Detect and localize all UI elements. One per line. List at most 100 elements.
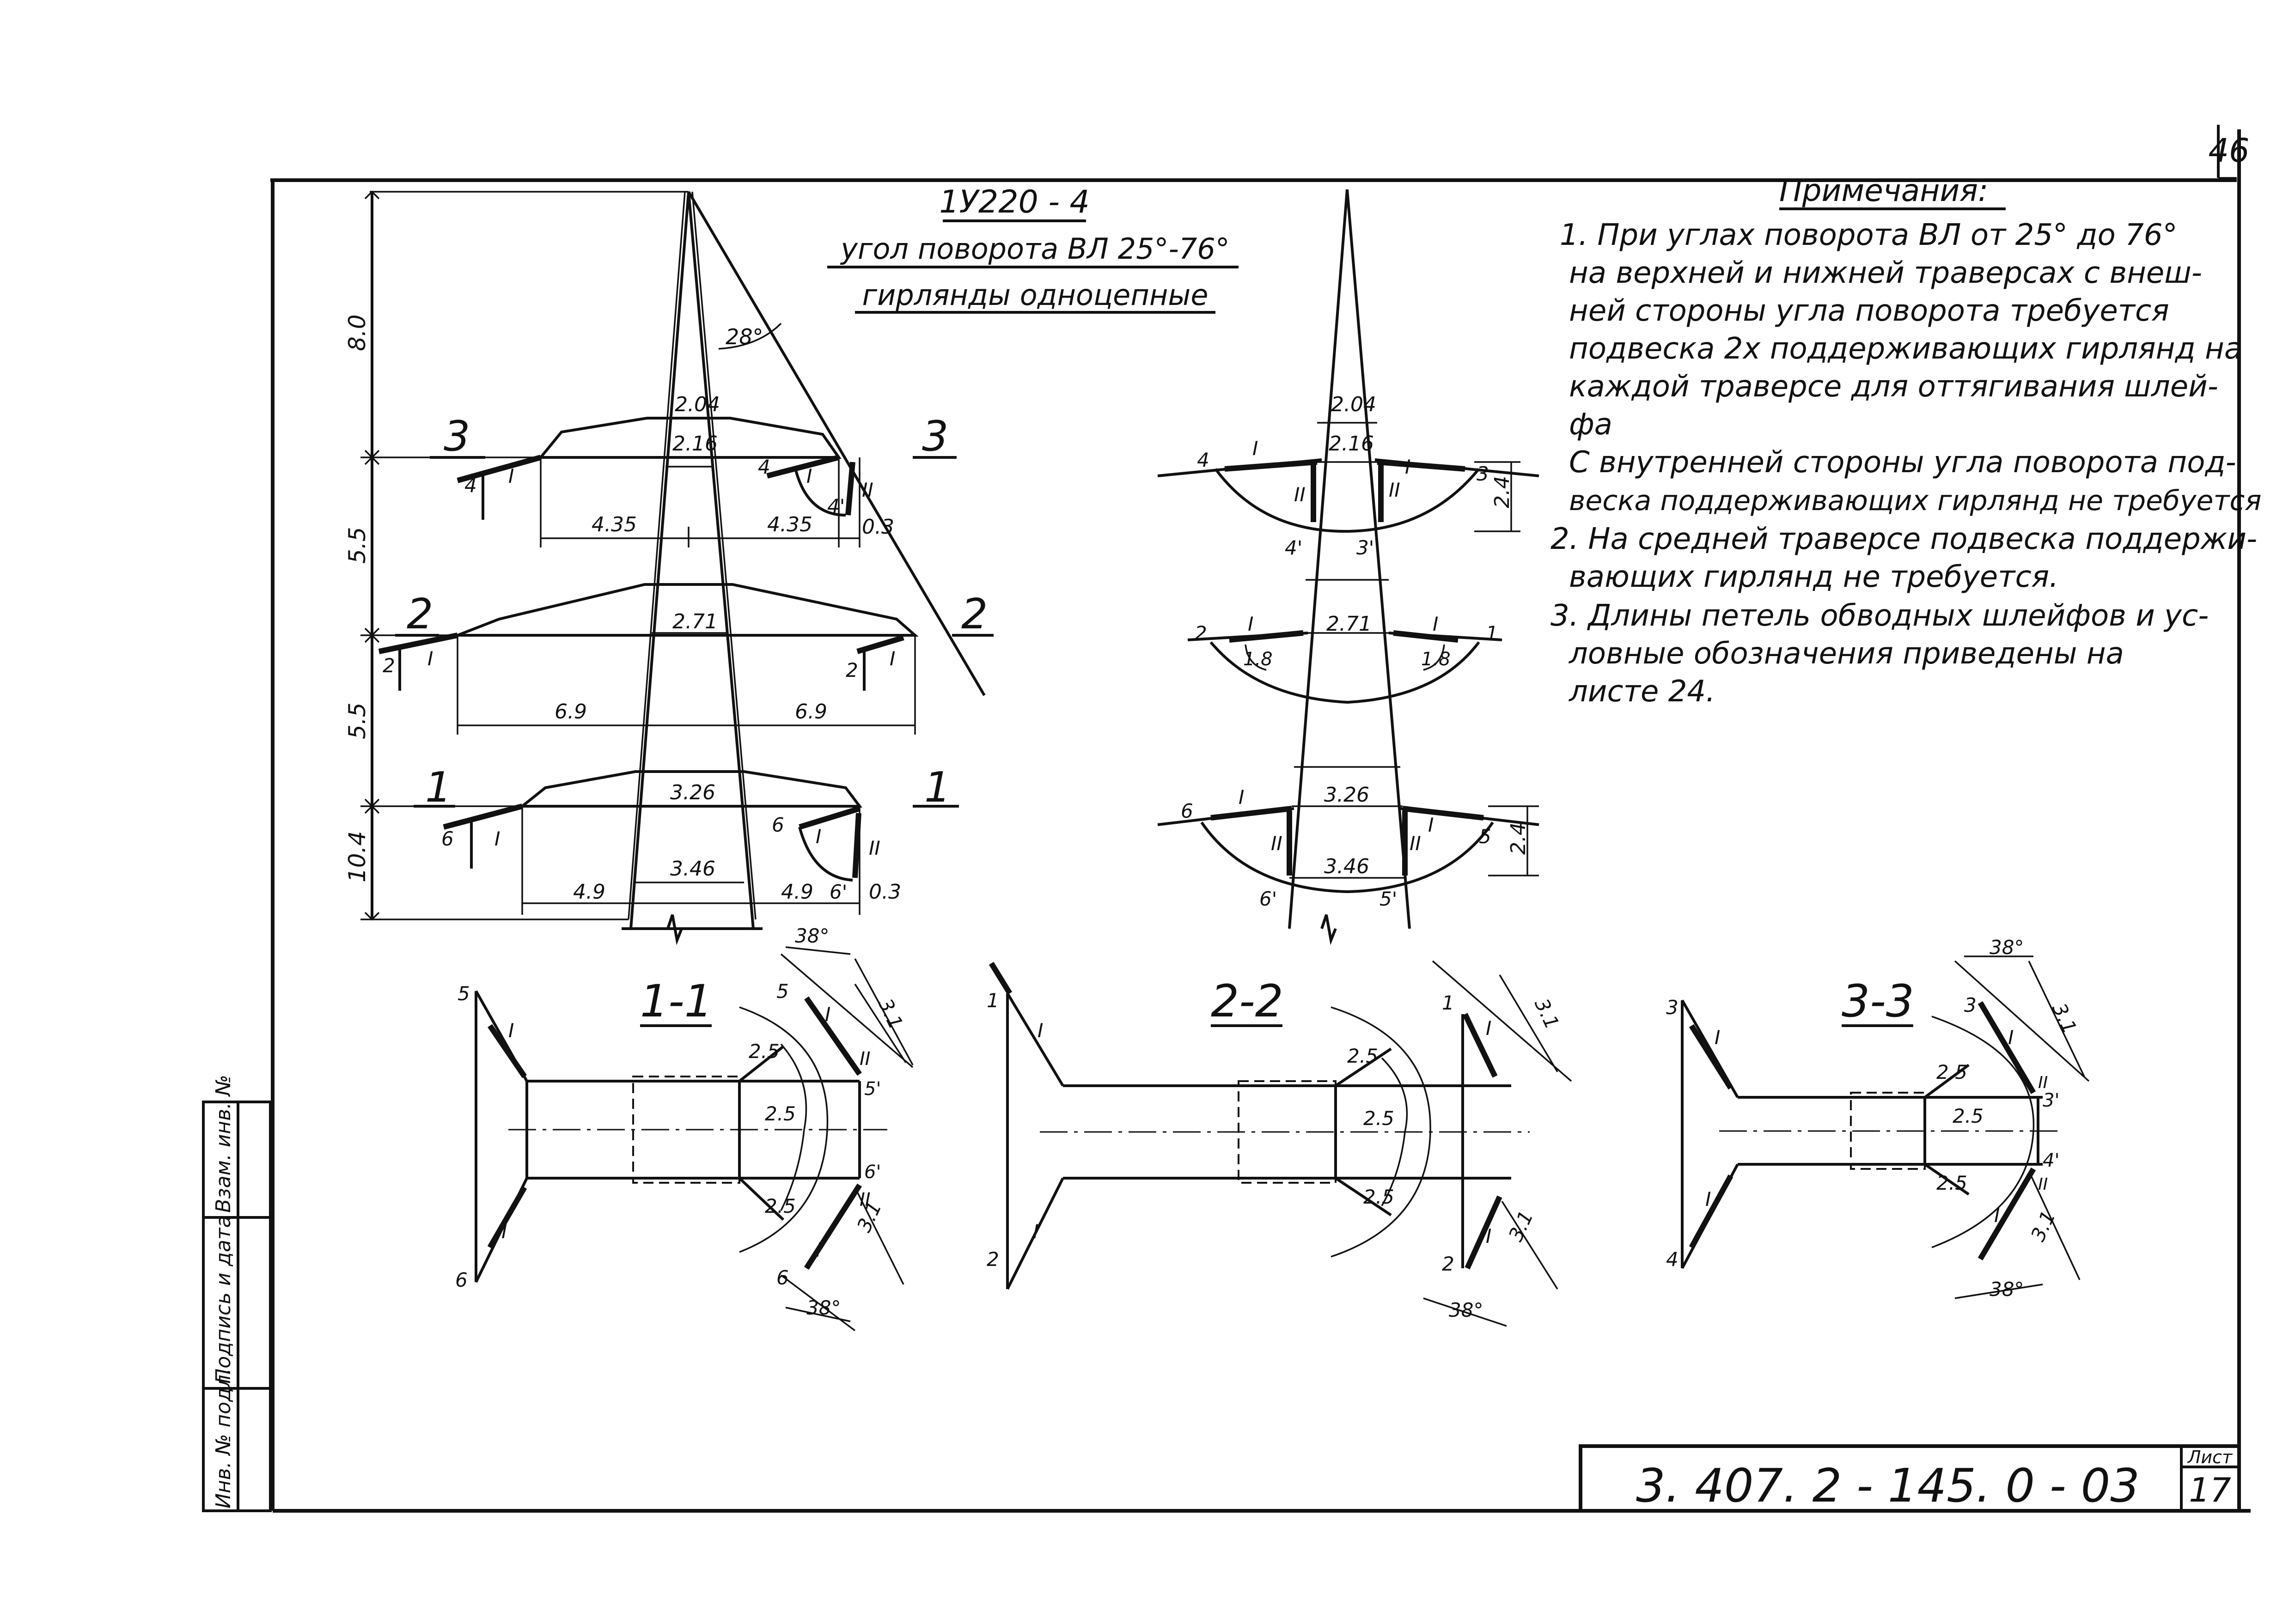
insulator-label: I	[890, 647, 895, 670]
section-dim: 2.5	[1363, 1186, 1394, 1208]
section-label: 3	[1964, 994, 1977, 1016]
drawing-code: 1У220 - 4	[939, 184, 1090, 220]
side-label: I	[1248, 613, 1253, 635]
section-label: 1	[987, 989, 999, 1012]
arm-dim: 0.3	[862, 515, 894, 539]
section-dim: 38°	[1990, 936, 2024, 959]
section-label: II	[860, 1048, 871, 1070]
section-label: I	[508, 1019, 514, 1042]
tower-width: 3.26	[670, 781, 715, 804]
insulator-label: II	[862, 479, 873, 501]
section-label: 4	[1666, 1248, 1679, 1271]
sheet-label: Лист	[2187, 1447, 2233, 1467]
side-label: 4	[1197, 449, 1209, 471]
section-dim: 2.5	[749, 1040, 780, 1063]
section-label: I	[1705, 1188, 1711, 1210]
side-label: II	[1410, 832, 1421, 855]
section-label: I	[1033, 1220, 1038, 1243]
insulator-label: 4'	[827, 495, 845, 517]
sheet-number: 46	[2208, 132, 2249, 170]
arm-dim: 4.35	[592, 513, 637, 536]
side-label: 5	[1479, 825, 1491, 848]
section-label: 5'	[864, 1078, 881, 1100]
insulator-label: I	[427, 647, 433, 670]
insulator-label: 6'	[830, 881, 847, 903]
side-stamp: Инв. № подл. Подпись и дата Взам. инв. №	[202, 1075, 272, 1512]
sheet-frame	[270, 129, 2251, 1513]
insulator-label: II	[869, 837, 880, 859]
arm-dim: 4.9	[781, 880, 813, 904]
note-line: фа	[1569, 408, 1612, 442]
section-2-2: 2-2 1 I 2 I 2.5 2.5 2.5 3.1 3.1 38° 1 I …	[987, 960, 1572, 1327]
section-label: I	[1038, 1019, 1043, 1042]
section-label: I	[1486, 1225, 1491, 1247]
section-dim: 3.1	[874, 995, 908, 1033]
section-label: I	[825, 1003, 830, 1026]
note-line: ловные обозначения приведены на	[1568, 637, 2124, 671]
tower-side-view: 2.04 2.16 2.71 3.26 3.46 2.4 4 I I 3 II …	[1157, 189, 1539, 945]
section-dim: 2.5	[1936, 1061, 1967, 1083]
note-line: С внутренней стороны угла поворота под-	[1569, 445, 2236, 480]
section-label: 5	[458, 982, 470, 1005]
section-label: 6'	[864, 1162, 881, 1183]
side-label: II	[1294, 483, 1306, 506]
loop-dim: 1.8	[1421, 649, 1451, 670]
drop-dim: 2.4	[1490, 476, 1514, 508]
section-mark: 1	[924, 763, 951, 812]
side-label: I	[1433, 613, 1438, 635]
insulator-label: I	[806, 465, 812, 487]
section-mark: 1	[425, 763, 452, 812]
side-label: I	[1428, 814, 1434, 836]
tower-width: 3.46	[670, 857, 715, 881]
section-dim: 38°	[1990, 1278, 2024, 1301]
insulator-label: I	[816, 825, 821, 848]
side-label: II	[1271, 832, 1282, 855]
arm-dim: 0.3	[869, 880, 901, 904]
note-line: листе 24.	[1568, 675, 1715, 709]
section-dim: 2.5	[1936, 1172, 1967, 1194]
section-label: 6	[455, 1269, 468, 1291]
tower-width: 2.71	[672, 610, 718, 633]
side-width: 2.71	[1326, 612, 1372, 636]
height-dim: 5.5	[344, 702, 371, 739]
section-1-1: 1-1 5 I 6 I 2.5 2.5 2.5 38° 3	[455, 925, 914, 1332]
note-line: на верхней и нижней траверсах с внеш-	[1569, 256, 2202, 290]
side-label: 1	[1486, 622, 1498, 645]
section-label: 2	[987, 1248, 999, 1271]
section-title: 3-3	[1842, 975, 1914, 1027]
side-label: 6'	[1259, 888, 1277, 910]
insulator-label: I	[508, 465, 514, 487]
side-label: 5'	[1379, 888, 1397, 910]
side-label: 3	[1477, 462, 1489, 485]
section-title: 1-1	[640, 975, 713, 1027]
section-dim: 2.5	[1953, 1105, 1984, 1127]
insulator-label: 6	[441, 827, 454, 850]
section-mark: 2	[961, 590, 988, 639]
tower-width: 2.16	[672, 432, 718, 456]
arm-dim: 6.9	[795, 700, 827, 724]
section-dim: 38°	[795, 925, 829, 947]
note-line: ней стороны угла поворота требуется	[1569, 294, 2169, 328]
note-line: 1. При углах поворота ВЛ от 25° до 76°	[1560, 218, 2178, 252]
stamp-field-vzam-inv: Взам. инв. №	[212, 1075, 235, 1213]
insulator-label: 6	[772, 814, 784, 836]
section-dim: 2.5	[765, 1102, 796, 1125]
side-label: 3'	[1356, 536, 1374, 559]
section-mark: 3	[922, 412, 948, 461]
side-width: 2.16	[1329, 432, 1374, 456]
section-dim: 38°	[806, 1296, 841, 1319]
sheet-number-corner: 46	[2208, 125, 2250, 178]
section-label: 3	[1666, 996, 1679, 1019]
tower-elevation: 8.0 5.5 5.5 10.4 28° 2.04 2.16 2.71 3.26…	[344, 190, 994, 945]
section-dim: 2.5	[1363, 1107, 1394, 1130]
note-line: веска поддерживающих гирлянд не требуетс…	[1569, 485, 2261, 517]
note-line: 3. Длины петель обводных шлейфов и ус-	[1550, 599, 2209, 633]
side-label: I	[1239, 786, 1244, 809]
side-label: II	[1389, 479, 1400, 501]
section-dim: 2.5	[765, 1195, 796, 1217]
side-label: 6	[1181, 800, 1193, 822]
side-width: 3.46	[1324, 855, 1369, 878]
stamp-field-sign-date: Подпись и дата	[212, 1216, 235, 1384]
section-label: 2	[1442, 1253, 1454, 1275]
